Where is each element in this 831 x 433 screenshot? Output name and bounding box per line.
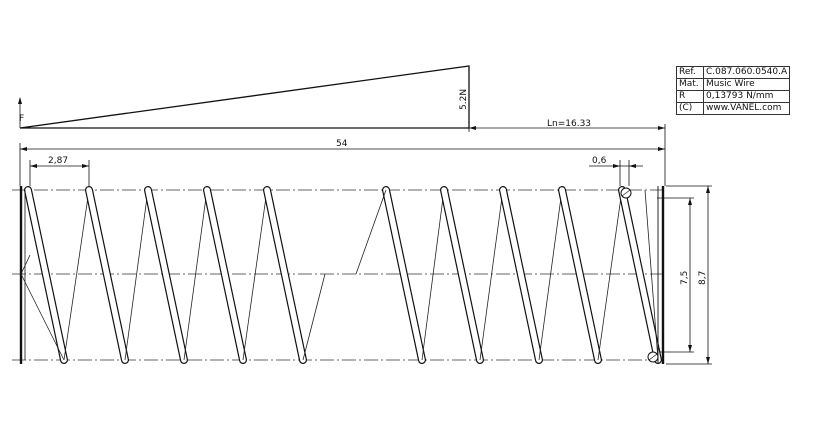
coil-back-wire — [538, 189, 563, 361]
coil-front-wire-core — [25, 187, 67, 363]
left-end-back-wire — [20, 254, 31, 275]
coil-front-wire-core — [500, 187, 542, 363]
wire-section-hatch — [648, 353, 658, 361]
length-arrowheads — [20, 126, 665, 151]
coil-back-wire — [183, 189, 208, 361]
coil-front-wire-core — [145, 187, 187, 363]
coil-back-wire — [597, 189, 623, 361]
force-arrowhead — [18, 97, 22, 104]
pitch-arrow-right — [82, 164, 89, 168]
solid-length-label: Ln=16.33 — [547, 119, 591, 129]
inner-arrow-bottom — [688, 345, 692, 352]
coil-back-wire — [355, 189, 387, 275]
spec-key: Ref. — [676, 66, 704, 79]
force-diagram — [18, 65, 470, 129]
spec-value: Music Wire — [702, 78, 791, 91]
spec-row-rate: R 0,13793 N/mm — [676, 90, 791, 103]
coil-back-wire — [63, 189, 90, 361]
solid-length-arrow-right — [658, 126, 665, 130]
outer-diameter-label: 8,7 — [698, 271, 708, 285]
length-dimensions — [19, 124, 666, 186]
outer-arrow-top — [706, 186, 710, 193]
free-length-arrow-left — [20, 147, 27, 151]
wire-arrow-right — [629, 164, 636, 168]
inner-arrow-top — [688, 198, 692, 205]
coil-back-wire — [421, 189, 445, 361]
coil-front-wire-core — [383, 187, 425, 363]
wire-section-hatch — [621, 189, 631, 197]
spec-row-ref: Ref. C.087.060.0540.A — [676, 66, 791, 79]
force-symbol-label: F — [19, 114, 24, 124]
spec-key: Mat. — [676, 78, 704, 91]
pitch-arrow-left — [30, 164, 37, 168]
spring-coils — [19, 186, 665, 364]
right-end-back-wire — [644, 189, 659, 361]
coil-front-wire-core — [264, 187, 306, 363]
coil-front-wire-core — [441, 187, 483, 363]
coil-front-wire-core — [619, 187, 661, 363]
wire-arrow-left — [613, 164, 620, 168]
free-length-label: 54 — [336, 139, 348, 149]
coil-back-wire — [124, 189, 149, 361]
wire-diameter-label: 0,6 — [592, 156, 607, 166]
force-value-label: 5.2N — [459, 89, 469, 110]
spec-value: C.087.060.0540.A — [702, 66, 791, 79]
coil-front-wire-core — [204, 187, 246, 363]
spec-key: (C) — [676, 102, 704, 115]
force-triangle — [19, 65, 470, 129]
solid-length-arrow-left — [469, 126, 476, 130]
centerlines — [12, 189, 666, 361]
wire-diameter-dimension — [589, 160, 643, 186]
coil-back-wire — [479, 189, 504, 361]
free-length-arrow-right — [658, 147, 665, 151]
coil-front-wire-core — [559, 187, 601, 363]
coil-front-wire-core — [86, 187, 128, 363]
pitch-dimension — [29, 160, 90, 186]
left-end-back-wire — [20, 273, 65, 361]
spec-table: Ref. C.087.060.0540.A Mat. Music Wire R … — [676, 66, 791, 115]
diameter-dimensions — [657, 185, 712, 365]
coil-back-wire — [242, 189, 268, 361]
spec-row-material: Mat. Music Wire — [676, 78, 791, 91]
outer-arrow-bottom — [706, 357, 710, 364]
spec-row-copyright: (C) www.VANEL.com — [676, 102, 791, 115]
pitch-label: 2,87 — [48, 156, 68, 166]
coil-back-wire — [302, 273, 326, 361]
inner-diameter-label: 7,5 — [680, 271, 690, 285]
spec-value: www.VANEL.com — [702, 102, 791, 115]
spec-key: R — [676, 90, 704, 103]
spec-value: 0,13793 N/mm — [702, 90, 791, 103]
